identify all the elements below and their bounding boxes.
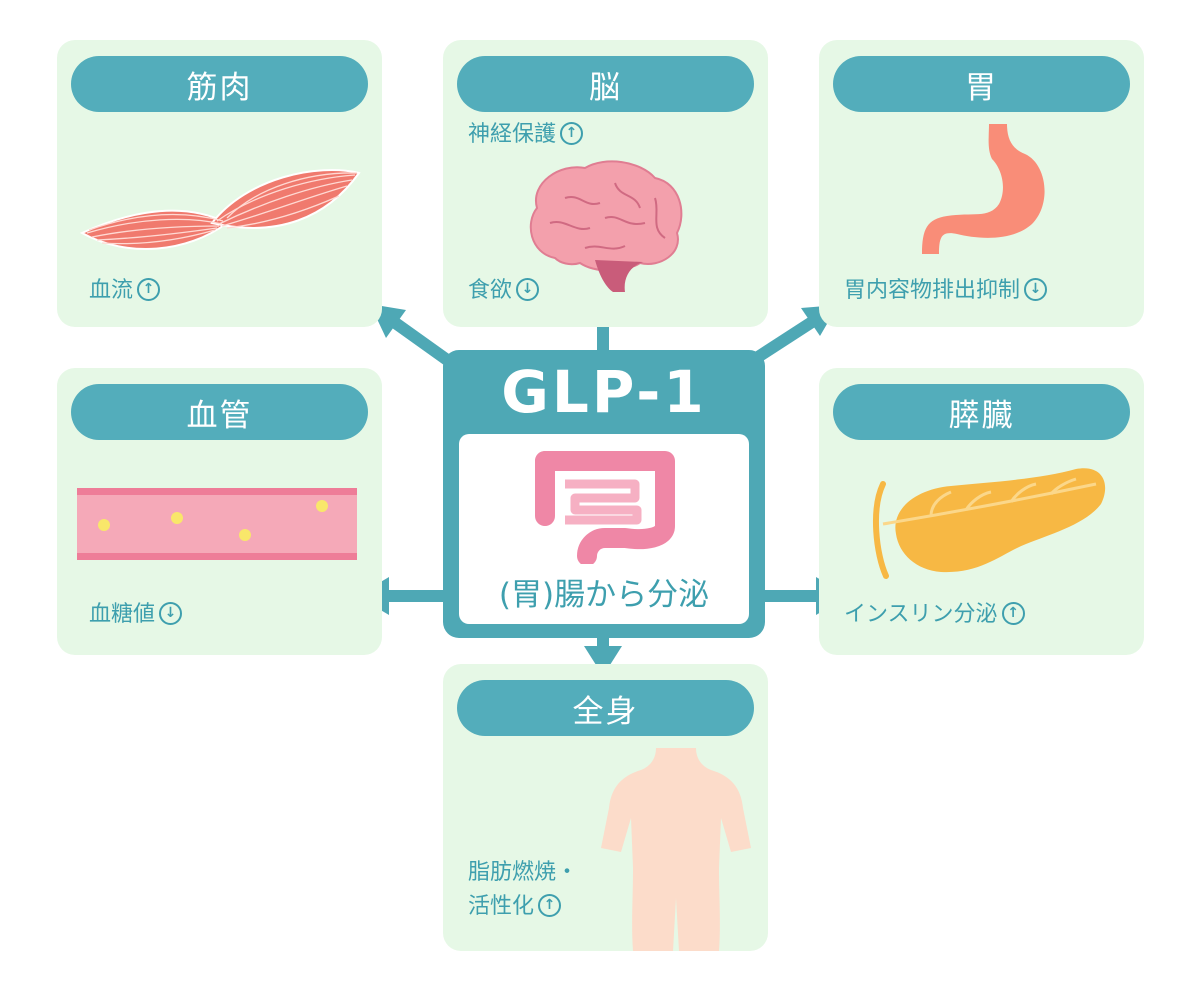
card-body: 全身 脂肪燃焼・ 活性化↑ <box>443 664 768 951</box>
effect-blood-glucose: 血糖値↓ <box>89 598 183 632</box>
down-arrow-icon: ↓ <box>1024 277 1048 301</box>
effect-gastric-emptying: 胃内容物排出抑制↓ <box>844 274 1048 308</box>
brain-icon <box>529 160 683 292</box>
arrow-down-head <box>584 646 622 676</box>
body-icon <box>601 748 751 951</box>
effect-neuroprotection: 神経保護↑ <box>468 118 584 152</box>
effect-insulin-secretion: インスリン分泌↑ <box>844 598 1025 632</box>
card-vessel: 血管 血糖値↓ <box>57 368 382 655</box>
effect-blood-flow: 血流↑ <box>89 274 161 308</box>
effect-fat-burning: 脂肪燃焼・ 活性化↑ <box>468 860 579 919</box>
up-arrow-icon: ↑ <box>538 893 562 917</box>
glp1-center-box: GLP-1 (胃)腸から分泌 <box>443 350 765 638</box>
down-arrow-icon: ↓ <box>516 277 540 301</box>
card-title: 膵臓 <box>833 384 1130 440</box>
card-title: 胃 <box>833 56 1130 112</box>
effect-appetite: 食欲↓ <box>468 274 540 308</box>
muscle-icon <box>79 169 361 250</box>
card-title: 血管 <box>71 384 368 440</box>
glp1-source-text: (胃)腸から分泌 <box>498 577 710 613</box>
intestine-icon <box>535 451 675 564</box>
stomach-icon <box>922 124 1045 254</box>
up-arrow-icon: ↑ <box>1001 601 1025 625</box>
card-title: 脳 <box>457 56 754 112</box>
glp1-title: GLP-1 <box>501 358 707 426</box>
up-arrow-icon: ↑ <box>560 121 584 145</box>
up-arrow-icon: ↑ <box>137 277 161 301</box>
card-stomach: 胃 胃内容物排出抑制↓ <box>819 40 1144 327</box>
card-brain: 脳 神経保護↑ 食欲↓ <box>443 40 768 327</box>
card-title: 全身 <box>457 680 754 736</box>
down-arrow-icon: ↓ <box>159 601 183 625</box>
card-muscle: 筋肉 血流↑ <box>57 40 382 327</box>
card-title: 筋肉 <box>71 56 368 112</box>
blood-vessel-icon <box>77 488 357 560</box>
pancreas-icon <box>872 468 1106 579</box>
arrow-up-left <box>390 317 454 367</box>
glp1-inner-panel: (胃)腸から分泌 <box>459 434 749 624</box>
arrow-up-right <box>754 316 816 363</box>
card-pancreas: 膵臓 インスリン分泌↑ <box>819 368 1144 655</box>
